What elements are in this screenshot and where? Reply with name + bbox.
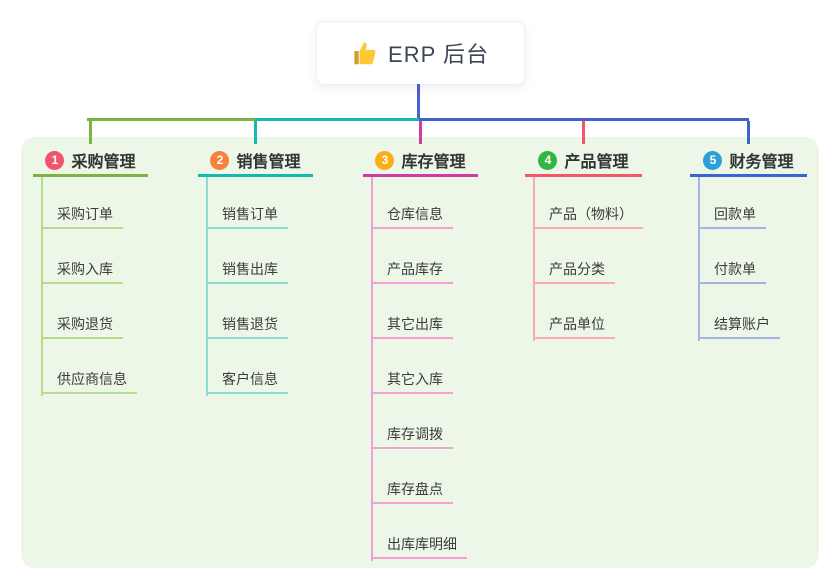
branch-title-label: 产品管理 — [564, 154, 629, 171]
mindmap-item[interactable]: 付款单 — [698, 261, 766, 284]
root-node-erp[interactable]: ERP 后台 — [316, 21, 525, 85]
mindmap-item[interactable]: 回款单 — [698, 206, 766, 229]
branch-trunk-line — [41, 177, 43, 396]
mindmap-item[interactable]: 仓库信息 — [371, 206, 453, 229]
branch-trunk-line — [698, 177, 700, 341]
branch-trunk-line — [533, 177, 535, 341]
mindmap-item[interactable]: 库存盘点 — [371, 481, 453, 504]
branch-title-label: 财务管理 — [729, 154, 794, 171]
mindmap-item[interactable]: 产品分类 — [533, 261, 615, 284]
branches-panel — [21, 137, 819, 568]
connector-drop-branch-1 — [89, 121, 92, 144]
mindmap-item[interactable]: 销售退货 — [206, 316, 288, 339]
mindmap-item[interactable]: 供应商信息 — [41, 371, 137, 394]
connector-drop-branch-2 — [254, 121, 257, 144]
branch-header-2[interactable]: 2 销售管理 — [198, 147, 313, 173]
branch-number-badge: 5 — [703, 150, 723, 170]
mindmap-item[interactable]: 结算账户 — [698, 316, 780, 339]
branch-underline-5 — [690, 174, 807, 177]
mindmap-item[interactable]: 销售出库 — [206, 261, 288, 284]
mindmap-item[interactable]: 采购订单 — [41, 206, 123, 229]
branch-trunk-line — [371, 177, 373, 561]
branch-title-label: 库存管理 — [401, 154, 466, 171]
root-connector-vertical — [417, 84, 420, 121]
connector-horizontal-right — [419, 118, 749, 121]
connector-drop-branch-4 — [582, 121, 585, 144]
mindmap-item[interactable]: 产品（物料） — [533, 206, 643, 229]
connector-horizontal-mid — [254, 118, 420, 121]
mindmap-item[interactable]: 其它出库 — [371, 316, 453, 339]
thumbs-up-icon — [354, 42, 376, 65]
branch-underline-4 — [525, 174, 642, 177]
mindmap-item[interactable]: 其它入库 — [371, 371, 453, 394]
branch-header-1[interactable]: 1 采购管理 — [33, 147, 148, 173]
mindmap-item[interactable]: 产品单位 — [533, 316, 615, 339]
root-node-label: ERP 后台 — [388, 42, 489, 67]
branch-header-5[interactable]: 5 财务管理 — [690, 147, 807, 173]
mindmap-item[interactable]: 出库库明细 — [371, 536, 467, 559]
branch-number-badge: 2 — [210, 150, 230, 170]
branch-title-label: 采购管理 — [71, 154, 136, 171]
branch-underline-3 — [363, 174, 478, 177]
mindmap-item[interactable]: 销售订单 — [206, 206, 288, 229]
branch-underline-1 — [33, 174, 148, 177]
mindmap-item[interactable]: 采购退货 — [41, 316, 123, 339]
connector-drop-branch-5 — [747, 121, 750, 144]
branch-number-badge: 4 — [538, 150, 558, 170]
connector-horizontal-left — [87, 118, 258, 121]
branch-title-label: 销售管理 — [236, 154, 301, 171]
mindmap-item[interactable]: 采购入库 — [41, 261, 123, 284]
connector-drop-branch-3 — [419, 121, 422, 144]
mindmap-item[interactable]: 库存调拨 — [371, 426, 453, 449]
branch-header-4[interactable]: 4 产品管理 — [525, 147, 642, 173]
branch-number-badge: 3 — [375, 150, 395, 170]
mindmap-item[interactable]: 产品库存 — [371, 261, 453, 284]
branch-trunk-line — [206, 177, 208, 396]
branch-header-3[interactable]: 3 库存管理 — [363, 147, 478, 173]
mindmap-item[interactable]: 客户信息 — [206, 371, 288, 394]
branch-number-badge: 1 — [45, 150, 65, 170]
branch-underline-2 — [198, 174, 313, 177]
